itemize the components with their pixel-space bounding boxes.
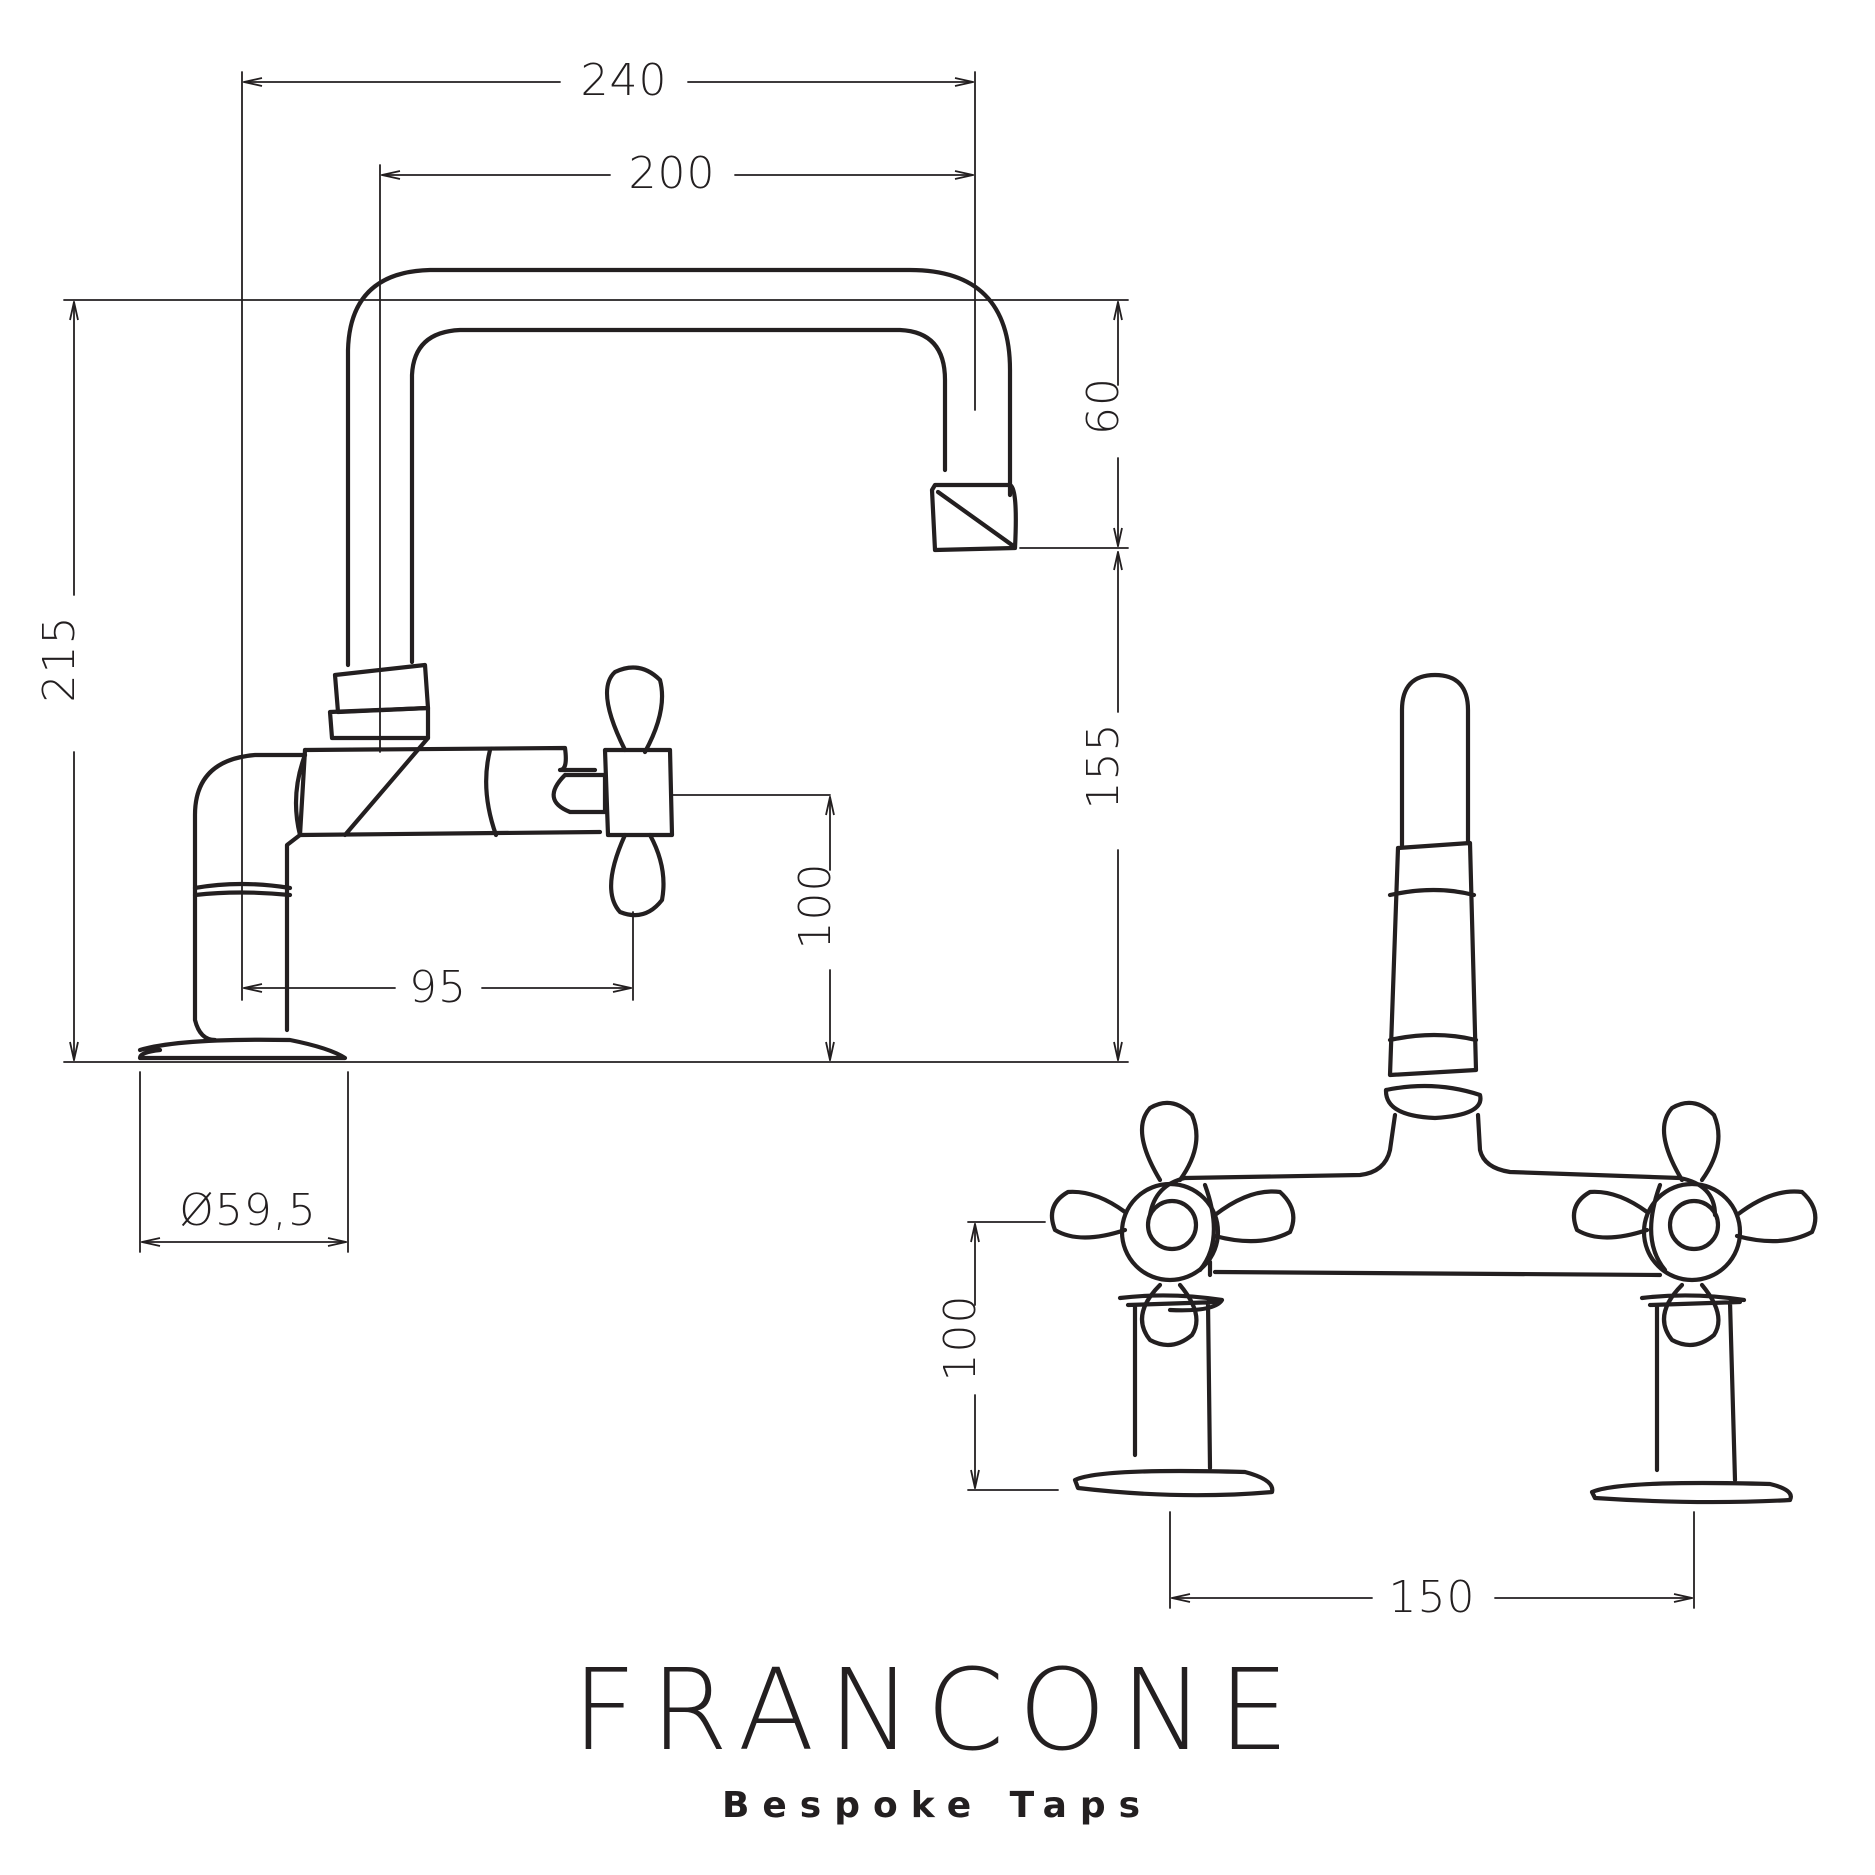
aerator-outline [929,482,1018,553]
handle-bottom-lobe [609,832,666,918]
spout-outer-outline [345,267,1013,668]
handle-hub [602,747,675,838]
front-left-handle [1049,1100,1296,1348]
handle-stem [551,772,608,815]
spout-collar [332,662,431,715]
spout-collar-ring [327,705,431,741]
dim-label-155: 155 [1078,723,1129,810]
right-handle-top-lobe [1661,1100,1721,1183]
left-handle-left-lobe [1049,1189,1128,1240]
front-right-column [1639,1293,1747,1483]
left-handle-bottom-lobe [1139,1282,1199,1348]
front-view-dimensions: 100 150 [935,1221,1695,1623]
dim-label-95: 95 [409,962,467,1013]
front-column-ring-2 [1387,1032,1479,1043]
front-left-base [1072,1468,1275,1498]
dim-label-200: 200 [629,148,716,199]
front-spout [1399,672,1471,848]
aerator-diagonal [935,489,1015,548]
dim-label-front-100: 100 [935,1295,986,1382]
handle-top-lobe [604,665,665,755]
front-view [1049,672,1818,1505]
inlet-elbow [192,752,308,1043]
dim-label-150: 150 [1389,1572,1476,1623]
front-right-handle [1571,1100,1818,1348]
front-bridge-top [1147,1112,1398,1218]
front-right-base [1589,1480,1793,1505]
right-handle-sweep [1649,1182,1668,1273]
front-bridge-bottom [1212,1269,1663,1278]
right-hub-inner [1667,1198,1721,1252]
dim-label-215: 215 [34,616,85,703]
right-handle-bottom-lobe [1661,1282,1721,1348]
inlet-elbow-inner [284,752,308,1033]
front-left-column [1117,1293,1225,1471]
dim-label-100-side: 100 [790,863,841,950]
dim-label-60: 60 [1078,377,1129,435]
dim-label-240: 240 [581,55,668,106]
left-handle-sweep [1197,1182,1216,1278]
front-column-upper [1387,840,1479,1078]
front-column-ring-1 [1387,887,1477,898]
brand-tagline: Bespoke Taps [721,1785,1154,1826]
brand-logo-name: FRANCONE [571,1646,1303,1776]
body-outline [302,745,598,773]
front-column-ring-3 [1383,1083,1483,1121]
left-handle-top-lobe [1139,1100,1199,1183]
spout-inner-outline [409,327,948,665]
right-handle-left-lobe [1571,1189,1650,1240]
right-hub-outer [1641,1181,1743,1283]
base-plate [137,1037,348,1061]
front-bridge-top-right [1475,1112,1718,1218]
body-diagonal [342,735,431,838]
right-handle-right-lobe [1734,1189,1818,1244]
dim-label-base-diameter: Ø59,5 [179,1185,317,1236]
body-ring [484,747,499,838]
left-handle-right-lobe [1212,1189,1296,1244]
side-view [137,267,1018,1061]
side-view-dimensions: 240 200 215 60 155 100 95 Ø59,5 [34,55,1129,1253]
left-hub-inner [1145,1198,1199,1252]
